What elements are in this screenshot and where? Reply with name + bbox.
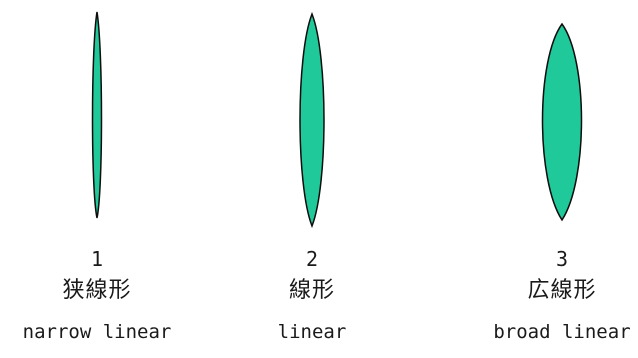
leaf-japanese-name-1: 狭線形 [62, 278, 132, 303]
leaf-english-name-1: narrow linear [22, 321, 172, 343]
narrow-linear-leaf-outline [91, 11, 103, 219]
leaf-item-broad-linear: 3 広線形 broad linear [462, 0, 638, 358]
leaf-japanese-name-2: 線形 [288, 278, 335, 303]
leaf-english-name-3: broad linear [493, 321, 631, 343]
broad-linear-leaf-shape [541, 22, 583, 222]
linear-leaf-outline [299, 11, 325, 229]
leaf-japanese-name-3: 広線形 [527, 278, 597, 303]
broad-linear-leaf-outline [541, 22, 583, 222]
leaf-item-linear: 2 線形 linear [212, 0, 412, 358]
linear-leaf-shape [299, 11, 325, 229]
leaf-number-3: 3 [555, 247, 569, 271]
leaf-english-name-2: linear [277, 321, 347, 343]
leaf-number-2: 2 [305, 247, 319, 271]
leaf-number-1: 1 [90, 247, 104, 271]
narrow-linear-leaf-shape [91, 11, 103, 219]
leaf-item-narrow-linear: 1 狭線形 narrow linear [0, 0, 197, 358]
